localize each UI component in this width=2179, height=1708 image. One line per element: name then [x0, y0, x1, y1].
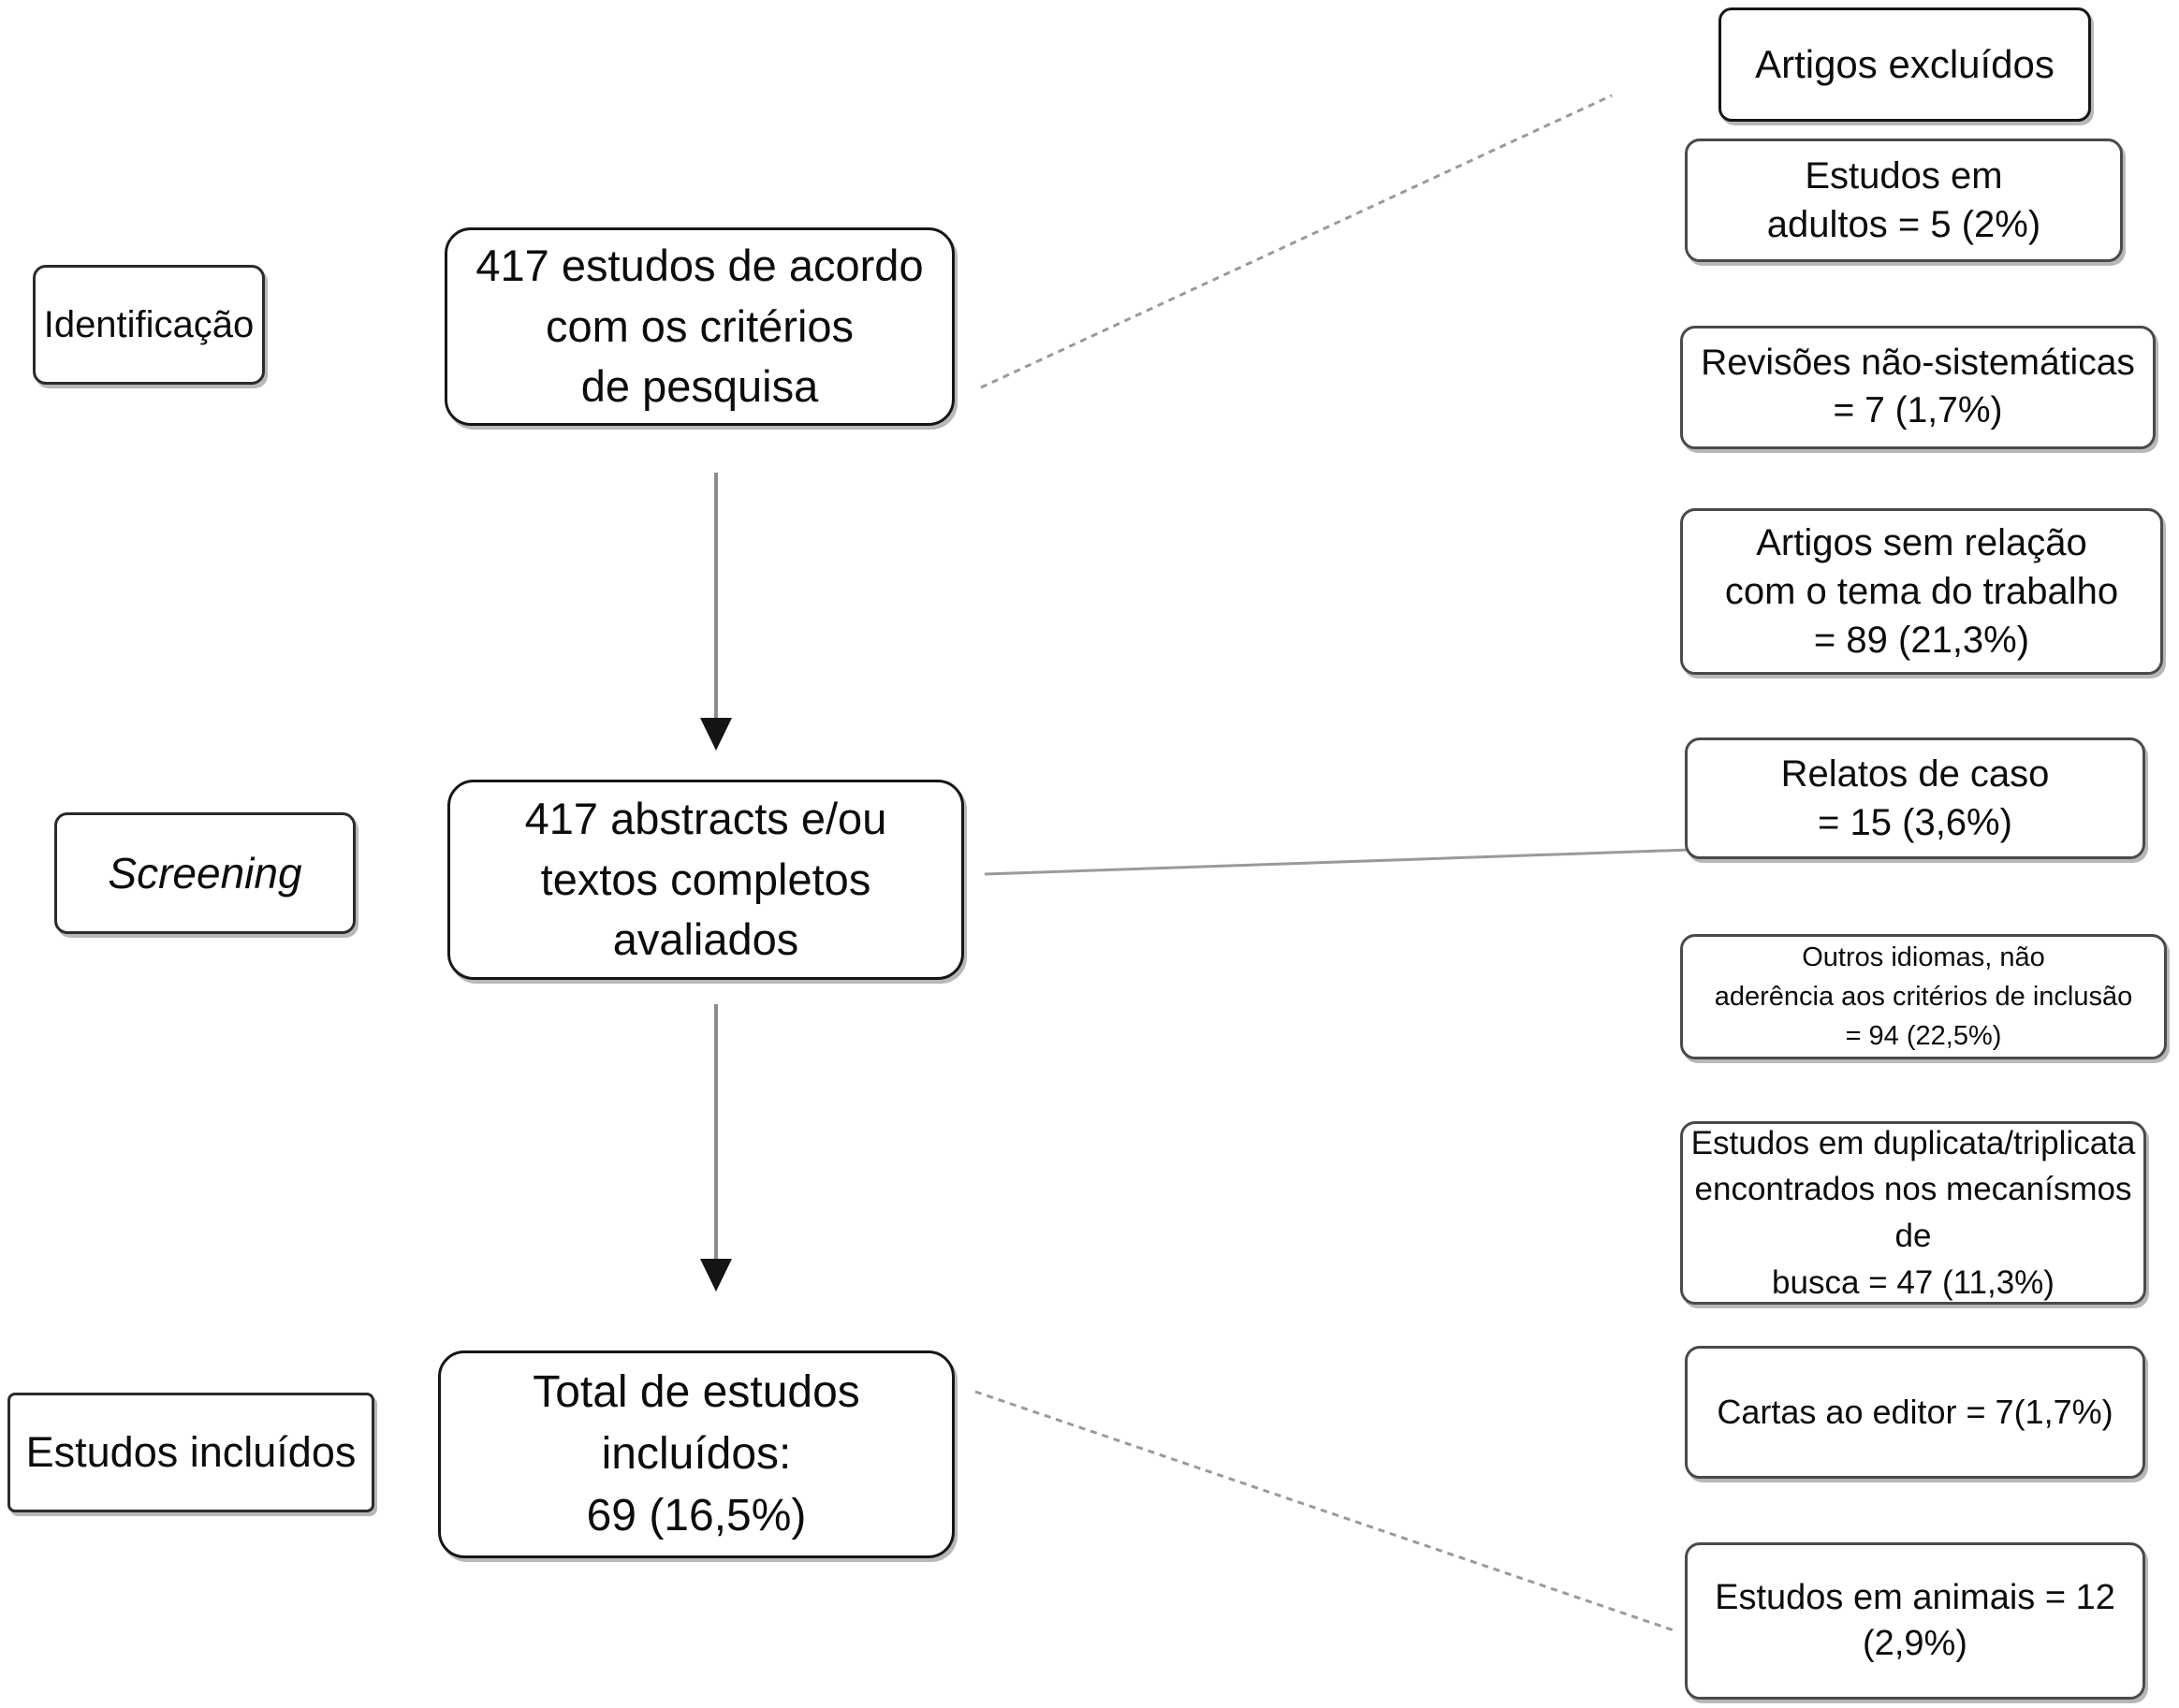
excluded-reason-other-languages: Outros idiomas, não aderência aos critér… [1680, 934, 2167, 1059]
excluded-reason-letters-to-editor: Cartas ao editor = 7(1,7%) [1685, 1346, 2145, 1479]
excluded-reason-unrelated-articles: Artigos sem relação com o tema do trabal… [1680, 508, 2163, 675]
stage-label-estudos-incluidos: Estudos incluídos [7, 1393, 374, 1512]
down-arrowhead-icon [700, 718, 732, 751]
excluded-header: Artigos excluídos [1718, 7, 2091, 122]
flow-box-screened-abstracts: 417 abstracts e/ou textos completos aval… [447, 780, 964, 980]
connector-box2-relatos-de-caso [984, 848, 1691, 876]
connector-box1-excluded-header [980, 94, 1613, 389]
excluded-reason-case-reports: Relatos de caso = 15 (3,6%) [1685, 737, 2145, 859]
excluded-reason-nonsystematic-reviews: Revisões não-sistemáticas = 7 (1,7%) [1680, 326, 2156, 449]
stage-label-identificacao: Identificação [33, 265, 265, 385]
excluded-reason-animal-studies: Estudos em animais = 12 (2,9%) [1685, 1542, 2145, 1700]
down-arrowhead-icon [700, 1259, 732, 1292]
excluded-reason-duplicates: Estudos em duplicata/triplicata encontra… [1680, 1121, 2146, 1305]
stage-label-screening: Screening [54, 812, 356, 934]
connector-box3-estudos-animais [974, 1390, 1674, 1632]
flow-box-identified-studies: 417 estudos de acordo com os critérios d… [445, 227, 955, 426]
flow-box-total-included: Total de estudos incluídos: 69 (16,5%) [438, 1350, 955, 1558]
excluded-reason-adult-studies: Estudos em adultos = 5 (2%) [1685, 139, 2123, 262]
